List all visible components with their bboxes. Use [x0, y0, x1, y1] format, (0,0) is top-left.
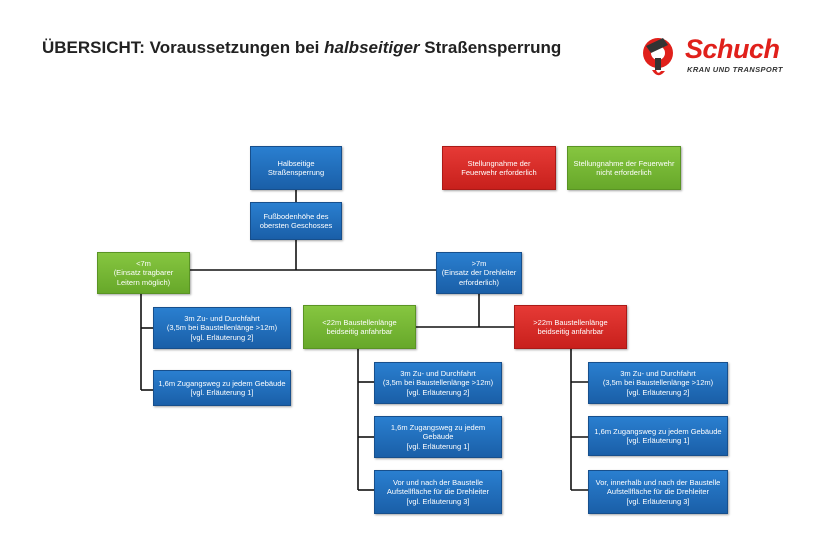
node-text: Halbseitige: [277, 158, 315, 168]
node-under-7m: <7m (Einsatz tragbarer Leitern möglich): [97, 252, 190, 294]
legend-green-line-1: Stellungnahme der Feuerwehr: [573, 158, 675, 168]
node-halbseitige-strassensperrung: Halbseitige Straßensperrung: [250, 146, 342, 190]
node-text: >22m Baustellenlänge: [533, 317, 608, 327]
node-text: Aufstellfläche für die Drehleiter: [386, 487, 490, 497]
node-text: Vor, innerhalb und nach der Baustelle: [595, 477, 721, 487]
node-text: 1,6m Zugangsweg zu jedem Gebäude: [594, 426, 722, 436]
node-text: 1,6m Zugangsweg zu jedem: [390, 422, 486, 432]
node-text: 3m Zu- und Durchfahrt: [400, 368, 476, 378]
node-text: 1,6m Zugangsweg zu jedem Gebäude: [158, 378, 286, 388]
node-text: obersten Geschosses: [259, 221, 333, 230]
logo-tagline: KRAN UND TRANSPORT: [687, 65, 783, 74]
node-text: Leitern möglich): [116, 277, 171, 287]
node-text: Vor und nach der Baustelle: [392, 477, 484, 487]
node-b-zufahrt: 3m Zu- und Durchfahrt (3,5m bei Baustell…: [374, 362, 502, 404]
node-text: [vgl. Erläuterung 1]: [406, 441, 470, 451]
node-text: (Einsatz tragbarer: [113, 268, 174, 278]
node-b-zugangsweg: 1,6m Zugangsweg zu jedem Gebäude [vgl. E…: [374, 416, 502, 458]
node-text: Gebäude: [422, 432, 454, 442]
node-text: [vgl. Erläuterung 3]: [626, 496, 690, 506]
node-text: [vgl. Erläuterung 3]: [406, 496, 470, 506]
node-text: beidseitig anfahrbar: [537, 327, 604, 336]
crane-hook-icon: [643, 38, 673, 76]
node-text: (3,5m bei Baustellenlänge >12m): [382, 378, 494, 388]
node-text: <7m: [136, 258, 151, 268]
node-text: [vgl. Erläuterung 2]: [190, 332, 254, 342]
node-text: [vgl. Erläuterung 1]: [190, 388, 254, 397]
node-text: (3,5m bei Baustellenlänge >12m): [166, 323, 278, 333]
legend-green-line-2: nicht erforderlich: [596, 168, 652, 177]
page-title: ÜBERSICHT: Voraussetzungen bei halbseiti…: [42, 38, 561, 58]
node-fussbodenhoehe: Fußbodenhöhe des obersten Geschosses: [250, 202, 342, 240]
legend-red-box: Stellungnahme der Feuerwehr erforderlich: [442, 146, 556, 190]
legend-green-box: Stellungnahme der Feuerwehr nicht erford…: [567, 146, 681, 190]
node-text: >7m: [471, 258, 487, 268]
node-c-zugangsweg: 1,6m Zugangsweg zu jedem Gebäude [vgl. E…: [588, 416, 728, 456]
node-over-22m: >22m Baustellenlänge beidseitig anfahrba…: [514, 305, 627, 349]
node-under-22m: <22m Baustellenlänge beidseitig anfahrba…: [303, 305, 416, 349]
node-text: [vgl. Erläuterung 2]: [406, 387, 470, 397]
node-a-zugangsweg: 1,6m Zugangsweg zu jedem Gebäude [vgl. E…: [153, 370, 291, 406]
node-text: Aufstellfläche für die Drehleiter: [606, 487, 710, 497]
node-text: <22m Baustellenlänge: [322, 317, 397, 327]
company-logo: Schuch KRAN UND TRANSPORT: [641, 34, 791, 80]
node-c-aufstellflaeche: Vor, innerhalb und nach der Baustelle Au…: [588, 470, 728, 514]
node-text: (3,5m bei Baustellenlänge >12m): [602, 378, 714, 388]
node-text: Fußbodenhöhe des: [263, 211, 329, 221]
title-prefix: ÜBERSICHT: Voraussetzungen bei: [42, 38, 325, 57]
node-text: 3m Zu- und Durchfahrt: [184, 313, 260, 323]
logo-wordmark: Schuch: [685, 34, 780, 64]
node-text: Straßensperrung: [267, 168, 325, 177]
node-text: 3m Zu- und Durchfahrt: [620, 368, 696, 378]
legend-red-label: Stellungnahme der Feuerwehr erforderlich: [461, 158, 537, 177]
title-suffix: Straßensperrung: [419, 38, 562, 57]
node-text: [vgl. Erläuterung 1]: [626, 436, 690, 445]
node-b-aufstellflaeche: Vor und nach der Baustelle Aufstellfläch…: [374, 470, 502, 514]
node-text: erforderlich): [458, 277, 499, 287]
title-emphasis: halbseitiger: [324, 38, 420, 57]
node-text: [vgl. Erläuterung 2]: [626, 387, 690, 397]
node-text: (Einsatz der Drehleiter: [441, 268, 517, 278]
node-text: beidseitig anfahrbar: [326, 327, 393, 336]
node-c-zufahrt: 3m Zu- und Durchfahrt (3,5m bei Baustell…: [588, 362, 728, 404]
node-a-zufahrt: 3m Zu- und Durchfahrt (3,5m bei Baustell…: [153, 307, 291, 349]
node-over-7m: >7m (Einsatz der Drehleiter erforderlich…: [436, 252, 522, 294]
